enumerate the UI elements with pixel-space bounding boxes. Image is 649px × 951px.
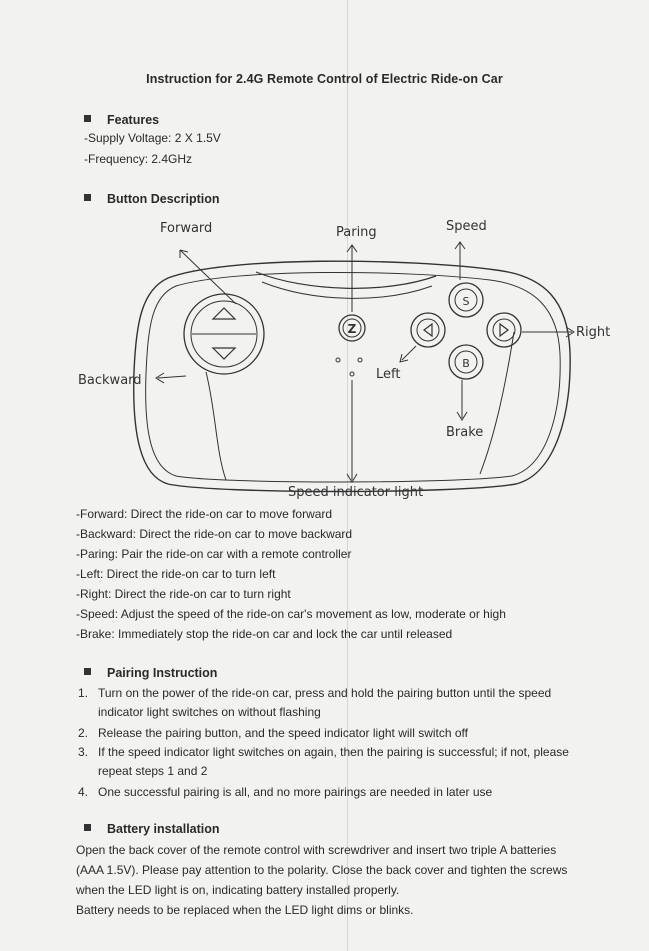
battery-heading: Battery installation — [84, 822, 220, 836]
pairing-heading: Pairing Instruction — [84, 666, 217, 680]
battery-line: (AAA 1.5V). Please pay attention to the … — [76, 863, 568, 877]
remote-control-diagram: Z S B — [78, 219, 610, 500]
battery-line: Open the back cover of the remote contro… — [76, 843, 557, 857]
desc-brake: -Brake: Immediately stop the ride-on car… — [76, 627, 453, 641]
square-bullet-icon — [84, 194, 91, 201]
desc-left: -Left: Direct the ride-on car to turn le… — [76, 567, 276, 581]
battery-line: Battery needs to be replaced when the LE… — [76, 903, 414, 917]
brake-button: B — [448, 344, 484, 380]
left-arrow-icon — [423, 322, 433, 338]
features-heading: Features — [84, 113, 159, 127]
remote-inner-outline — [145, 271, 561, 483]
backward-arrow-icon — [211, 347, 237, 360]
paring-label: Paring — [336, 225, 377, 240]
right-arrow-icon — [499, 322, 509, 338]
left-button — [410, 312, 446, 348]
speed-label: Speed — [446, 219, 487, 234]
forward-label: Forward — [160, 221, 212, 236]
remote-top-ridge — [255, 271, 437, 289]
left-grip-contour — [205, 371, 227, 481]
square-bullet-icon — [84, 824, 91, 831]
speed-button: S — [448, 282, 484, 318]
supply-voltage: -Supply Voltage: 2 X 1.5V — [84, 131, 221, 145]
indicator-dot-icon — [357, 357, 363, 363]
remote-top-ridge-inner — [261, 281, 433, 299]
right-grip-contour — [479, 331, 515, 475]
desc-paring: -Paring: Pair the ride-on car with a rem… — [76, 547, 352, 561]
speed-indicator-light-icon — [349, 371, 355, 377]
button-description-heading: Button Description — [84, 192, 220, 206]
list-item-continuation: repeat steps 1 and 2 — [98, 764, 208, 778]
pairing-button: Z — [338, 314, 366, 342]
document-title: Instruction for 2.4G Remote Control of E… — [146, 72, 503, 86]
battery-line: when the LED light is on, indicating bat… — [76, 883, 400, 897]
backward-label: Backward — [78, 373, 142, 388]
speed-icon: S — [463, 295, 470, 308]
list-item-continuation: indicator light switches on without flas… — [98, 705, 321, 719]
remote-body-outline — [133, 260, 571, 493]
frequency: -Frequency: 2.4GHz — [84, 152, 193, 166]
square-bullet-icon — [84, 668, 91, 675]
forward-backward-pad — [183, 293, 265, 375]
desc-right: -Right: Direct the ride-on car to turn r… — [76, 587, 291, 601]
brake-label: Brake — [446, 425, 483, 440]
z-icon: Z — [348, 322, 357, 336]
brake-icon: B — [462, 357, 470, 370]
speed-indicator-label: Speed indicator light — [288, 485, 423, 500]
forward-arrow-icon — [211, 307, 237, 320]
desc-backward: -Backward: Direct the ride-on car to mov… — [76, 527, 353, 541]
right-button — [486, 312, 522, 348]
indicator-dot-icon — [335, 357, 341, 363]
desc-speed: -Speed: Adjust the speed of the ride-on … — [76, 607, 506, 621]
desc-forward: -Forward: Direct the ride-on car to move… — [76, 507, 333, 521]
left-label: Left — [376, 367, 400, 382]
right-label: Right — [576, 325, 610, 340]
square-bullet-icon — [84, 115, 91, 122]
callout-lines — [155, 241, 575, 483]
